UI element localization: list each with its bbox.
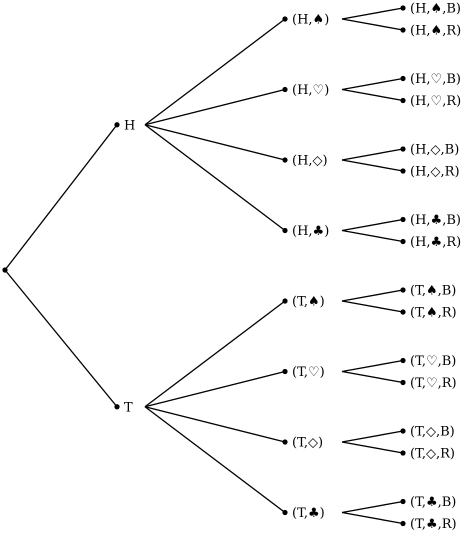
node-dot [400,498,406,505]
node-dot [400,428,406,434]
node-label: (T,◇) [292,436,323,451]
node-dot [282,157,288,163]
node-label: T [124,400,133,415]
edge-2-1 [341,300,404,313]
outcome-label: (T,♡,B) [410,354,456,369]
edge-2-0 [341,148,404,161]
edge-2-0 [341,7,404,20]
edge-2-1 [341,441,404,454]
node-dot [114,122,120,128]
node-dot [2,267,8,273]
edge-2-0 [341,77,404,91]
node-label: H [124,118,135,133]
node-label: (H,◇) [292,154,328,169]
outcome-label: (T,♠,R) [410,306,457,321]
edge-2-1 [341,370,404,384]
node-dot [282,439,288,445]
outcome-label: (H,♣,B) [410,213,461,228]
edge-1-2 [144,406,286,443]
node-dot [400,75,406,82]
node-dot [400,238,406,245]
node-dot [400,309,406,315]
outcome-label: (H,♡,B) [410,72,461,87]
node-dot [400,287,406,293]
node-label: (H,♣) [292,224,329,239]
node-label: (T,♠) [292,295,325,310]
edge-2-0 [341,500,404,514]
outcome-label: (T,◇,R) [410,447,455,462]
node-dot [400,450,406,456]
edge-1-0 [144,300,286,408]
outcome-label: (T,♡,R) [410,376,457,391]
tree-nodes: (H,♠,B) (H,♠,R) (H,♠) (H,♡,B) (H,♡,R) (H,♡) (H… [2,2,461,532]
edge-2-1 [341,229,404,243]
outcome-label: (T,♣,R) [410,517,457,532]
node-dot [282,368,288,375]
node-dot [400,146,406,152]
node-dot [400,520,406,527]
edge-2-0 [341,430,404,443]
node-label: (H,♠) [292,13,329,28]
node-dot [400,357,406,364]
edge-0-0 [4,124,118,271]
edge-1-1 [144,88,286,126]
edge-1-2 [144,124,286,161]
outcome-label: (H,♠,R) [410,24,461,39]
node-dot [400,168,406,174]
node-dot [282,86,288,93]
outcome-label: (H,♣,R) [410,235,461,250]
edge-2-0 [341,218,404,232]
edge-1-1 [144,370,286,408]
node-dot [114,404,120,410]
tree-edges [4,7,404,525]
edge-1-0 [144,18,286,126]
edge-0-1 [4,269,118,408]
outcome-label: (T,◇,B) [410,425,455,440]
edge-2-1 [341,159,404,172]
outcome-label: (T,♣,B) [410,495,456,510]
outcome-label: (H,♠,B) [410,2,461,17]
node-dot [282,509,288,516]
outcome-label: (H,♡,R) [410,94,461,109]
edge-2-1 [341,18,404,31]
node-dot [400,379,406,386]
node-dot [400,5,406,11]
outcome-label: (H,◇,B) [410,143,459,158]
node-dot [282,16,288,22]
node-dot [400,97,406,104]
outcome-label: (T,♠,B) [410,284,456,299]
node-label: (T,♡) [292,365,325,380]
node-label: (H,♡) [292,83,329,98]
edge-1-3 [144,406,286,514]
node-dot [400,216,406,223]
outcome-label: (H,◇,R) [410,165,460,180]
edge-2-1 [341,88,404,102]
edge-2-0 [341,289,404,302]
node-label: (T,♣) [292,506,325,521]
node-dot [282,227,288,234]
node-dot [400,27,406,33]
edge-2-0 [341,359,404,373]
edge-2-1 [341,511,404,525]
edge-1-3 [144,124,286,232]
node-dot [282,298,288,304]
